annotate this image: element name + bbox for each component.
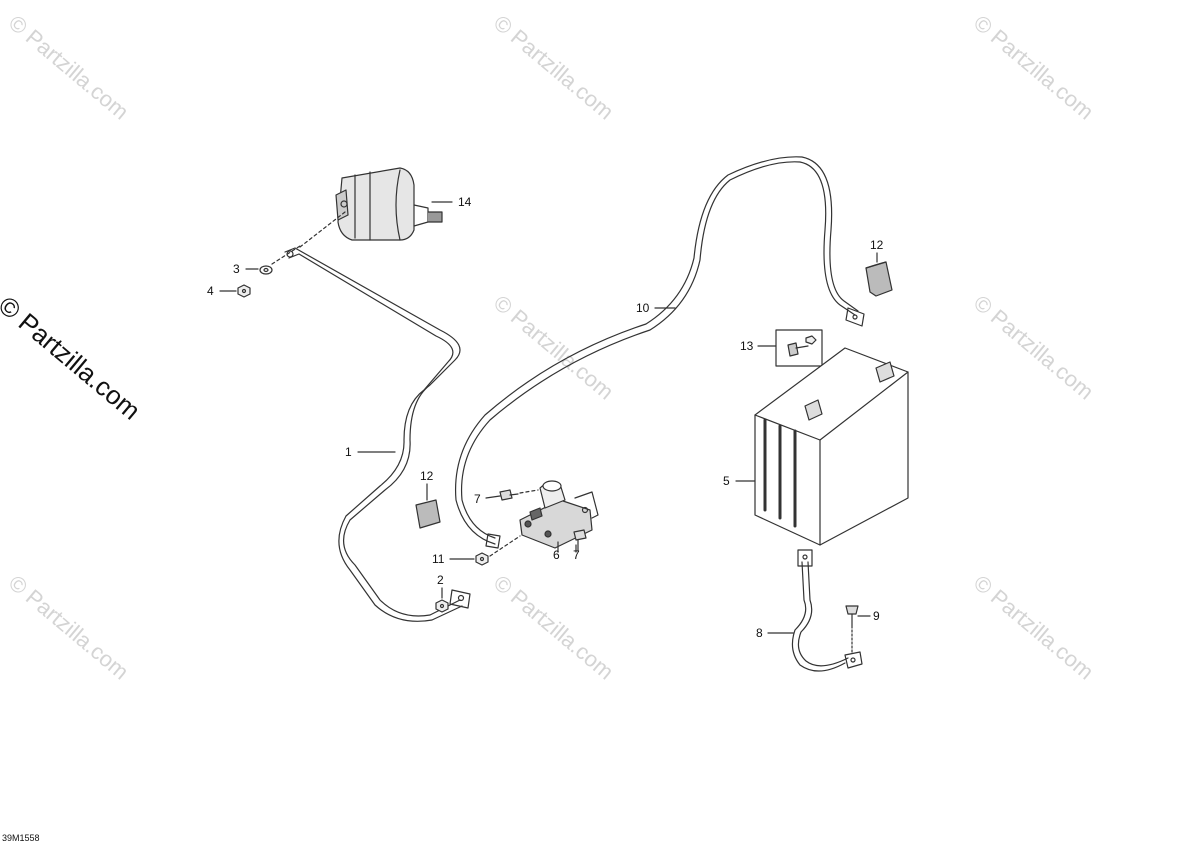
- starter-motor: [335, 167, 443, 241]
- starter-solenoid: [519, 480, 599, 549]
- starter-cable: [284, 247, 471, 622]
- callout-9: 9: [873, 609, 880, 623]
- callout-13: 13: [740, 339, 754, 353]
- terminal-cap: [865, 261, 893, 297]
- callout-14: 14: [458, 195, 472, 209]
- screw: [573, 529, 587, 551]
- diagram-code: 39M1558: [2, 833, 40, 843]
- callout-2: 2: [437, 573, 444, 587]
- callout-4: 4: [207, 284, 214, 298]
- callout-6: 6: [553, 548, 560, 562]
- callout-7: 7: [474, 492, 481, 506]
- callout-10: 10: [636, 301, 650, 315]
- callout-7: 7: [573, 548, 580, 562]
- terminal-cap: [415, 499, 441, 529]
- nut: [237, 284, 251, 298]
- screw: [499, 489, 539, 501]
- callout-12: 12: [420, 469, 434, 483]
- callout-3: 3: [233, 262, 240, 276]
- callout-11: 11: [432, 552, 445, 566]
- nut: [435, 599, 449, 613]
- bolt: [845, 605, 859, 653]
- callout-8: 8: [756, 626, 763, 640]
- callout-12: 12: [870, 238, 884, 252]
- battery: [754, 347, 909, 546]
- callout-5: 5: [723, 474, 730, 488]
- nut: [475, 535, 521, 566]
- negative-cable: [791, 549, 863, 672]
- positive-cable: [454, 156, 865, 549]
- bolt-nut-kit: [775, 329, 823, 367]
- callout-1: 1: [345, 445, 352, 459]
- washer: [259, 265, 273, 275]
